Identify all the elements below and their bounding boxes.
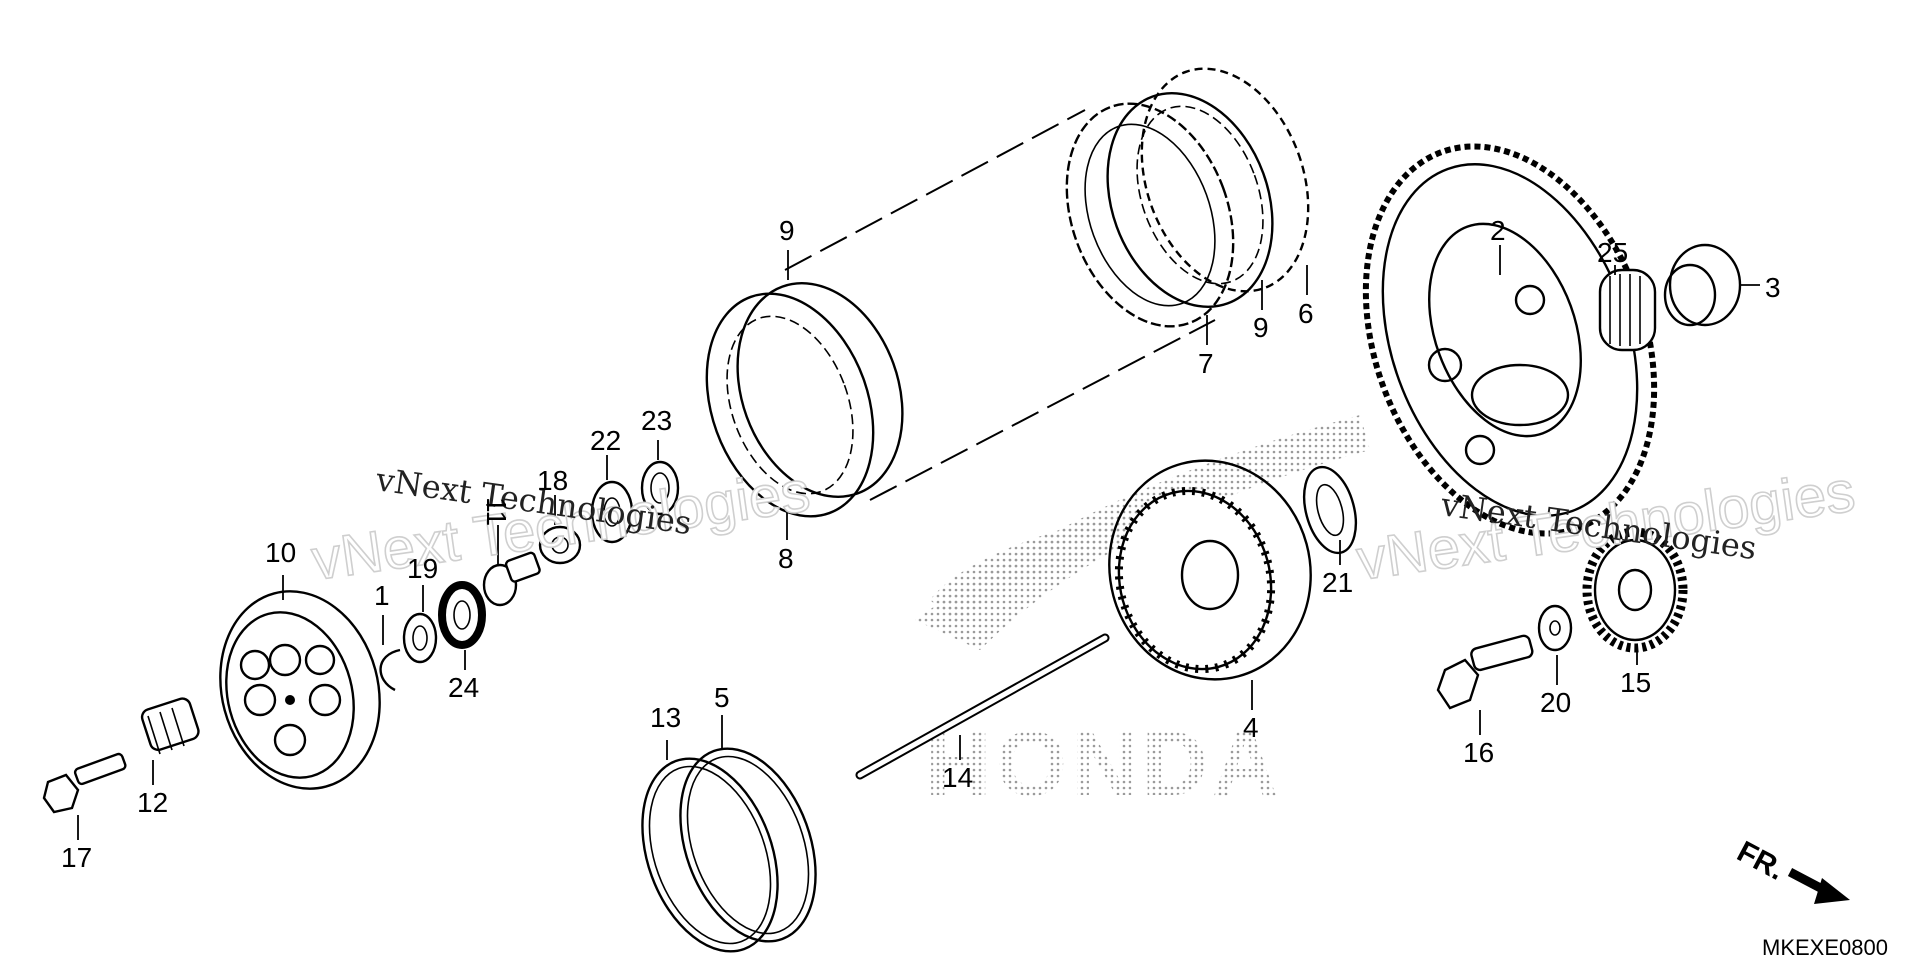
callout-7: 7: [1198, 348, 1214, 379]
lock-washer: [590, 480, 634, 544]
callout-24: 24: [448, 672, 479, 703]
clutch-center: [1108, 459, 1312, 681]
callout-labels: 1 2 3 4 5 6 7 8 9 9 10 11 12 13 14 15 16…: [61, 215, 1781, 873]
clutch-pushrod: [855, 633, 1110, 780]
judder-spring: [640, 460, 680, 516]
callout-6: 6: [1298, 298, 1314, 329]
spring-bolt: [42, 752, 127, 814]
clutch-spring: [140, 697, 200, 755]
o-rings: [641, 747, 817, 953]
honda-watermark-text: HONDA: [925, 713, 1282, 815]
clutch-plates-stack: [705, 67, 1310, 518]
thrust-bearing: [438, 581, 486, 649]
callout-21: 21: [1322, 567, 1353, 598]
callout-5: 5: [714, 682, 730, 713]
callout-3: 3: [1765, 272, 1781, 303]
callout-11: 11: [481, 497, 512, 526]
callout-19: 19: [407, 553, 438, 584]
callout-20: 20: [1540, 687, 1571, 718]
callout-14: 14: [942, 762, 973, 793]
callout-10: 10: [265, 537, 296, 568]
front-direction-indicator: FR.: [1732, 835, 1850, 904]
callout-23: 23: [641, 405, 672, 436]
lock-nut: [538, 525, 582, 565]
callout-15: 15: [1620, 667, 1651, 698]
callout-9a: 9: [779, 215, 795, 246]
drive-gear: [1582, 527, 1688, 653]
callout-17: 17: [61, 842, 92, 873]
callout-22: 22: [590, 425, 621, 456]
drawing-code: MKEXE0800: [1762, 935, 1888, 960]
callout-8: 8: [778, 543, 794, 574]
gear-bolt: [1436, 634, 1534, 710]
callout-1: 1: [374, 580, 390, 611]
callout-2: 2: [1490, 215, 1506, 246]
callout-13: 13: [650, 702, 681, 733]
front-label: FR.: [1732, 835, 1790, 887]
front-arrow-icon: [1787, 868, 1850, 904]
clutch-outer-housing: [1362, 143, 1658, 537]
callout-4: 4: [1243, 712, 1259, 743]
small-washer: [402, 612, 438, 664]
needle-bearing: [1598, 268, 1657, 352]
lifter-piece: [482, 551, 541, 607]
circlip: [379, 648, 401, 692]
callout-9b: 9: [1253, 312, 1269, 343]
callout-25: 25: [1597, 237, 1628, 268]
callout-16: 16: [1463, 737, 1494, 768]
gear-washer: [1537, 604, 1573, 652]
callout-12: 12: [137, 787, 168, 818]
pressure-plate: [219, 590, 381, 790]
callout-18: 18: [537, 465, 568, 496]
leader-lines: [77, 245, 1760, 840]
housing-spacer: [1663, 243, 1742, 327]
thrust-washer: [1302, 465, 1358, 555]
